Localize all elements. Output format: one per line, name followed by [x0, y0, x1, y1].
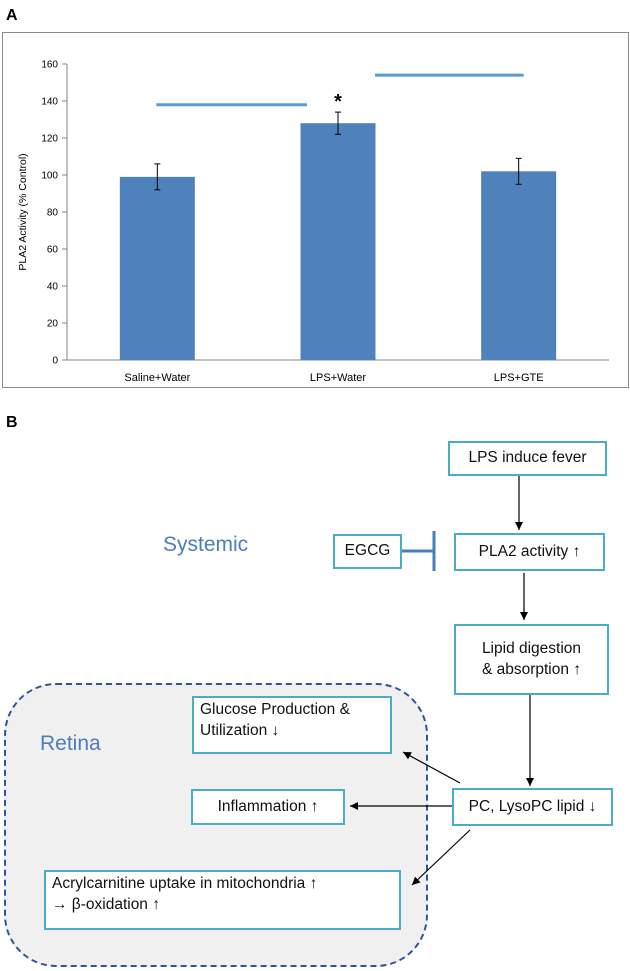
y-tick-label: 140 [41, 97, 58, 108]
glucose-box: Glucose Production & Utilization ↓ [192, 696, 392, 754]
pc-lysopc-box: PC, LysoPC lipid ↓ [452, 788, 613, 826]
x-tick-label: LPS+GTE [494, 372, 544, 384]
y-tick-label: 40 [47, 282, 59, 293]
x-tick-label: Saline+Water [124, 372, 190, 384]
y-tick-label: 100 [41, 171, 58, 182]
arrow-pc-to-acyl [411, 829, 471, 886]
y-tick-label: 20 [47, 319, 59, 330]
glucose-line-2: Utilization ↓ [200, 721, 280, 739]
panel-a-label: A [6, 7, 18, 24]
glucose-line-1: Glucose Production & [200, 701, 350, 718]
y-axis-label: PLA2 Activity (% Control) [17, 153, 29, 270]
lipid-line-2: & absorption ↑ [481, 660, 582, 678]
y-tick-label: 80 [47, 208, 59, 219]
retina-label: Retina [40, 732, 101, 755]
y-tick-label: 60 [47, 245, 59, 256]
x-tick-label: LPS+Water [310, 372, 366, 384]
acylcarnitine-box: Acrylcarnitine uptake in mitochondria ↑ … [44, 870, 401, 930]
y-tick-label: 120 [41, 134, 58, 145]
inflammation-box: Inflammation ↑ [191, 789, 345, 825]
acyl-line-2: → β-oxidation ↑ [52, 895, 160, 913]
pla2-activity-box: PLA2 activity ↑ [454, 533, 605, 571]
y-tick-label: 160 [41, 60, 58, 71]
y-tick-label: 0 [52, 356, 58, 367]
significance-asterisk: * [334, 91, 342, 113]
egcg-box: EGCG [333, 534, 402, 569]
arrow-pc-to-glucose [402, 751, 461, 784]
systemic-label: Systemic [163, 533, 249, 556]
bar [119, 176, 195, 360]
lipid-digestion-box: Lipid digestion & absorption ↑ [454, 624, 609, 695]
panel-b-label: B [6, 414, 18, 431]
lps-fever-box: LPS induce fever [448, 441, 607, 476]
bar [300, 123, 376, 360]
acyl-line-1: Acrylcarnitine uptake in mitochondria ↑ [52, 875, 318, 892]
lipid-line-1: Lipid digestion [481, 639, 582, 657]
bar [481, 171, 557, 360]
